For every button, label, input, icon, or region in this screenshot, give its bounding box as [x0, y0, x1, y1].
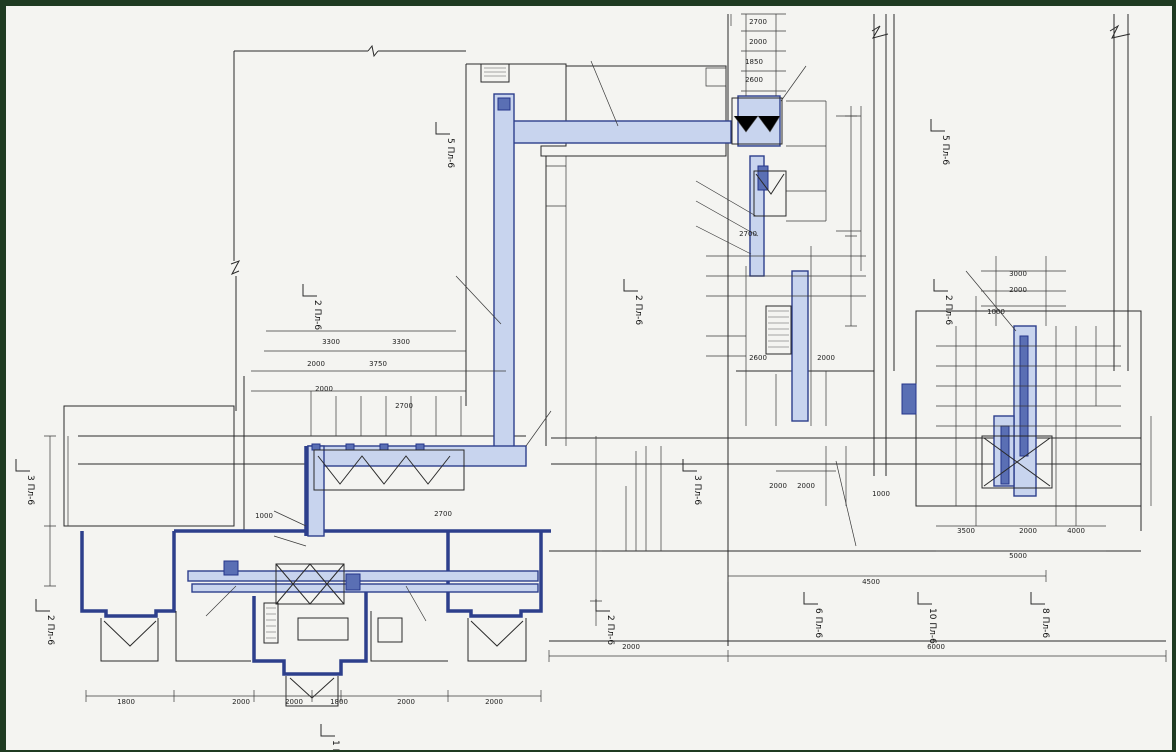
dimension-label: 3750: [369, 360, 387, 368]
dimension-label: 1000: [872, 490, 890, 498]
dimension-label: 4000: [1067, 527, 1085, 535]
blue-walls: [80, 446, 551, 676]
dimension-label: 4500: [862, 578, 880, 586]
section-mark: 5 Пл-6: [435, 122, 455, 168]
dimension-label: 2700: [749, 18, 767, 26]
dimension-label: 2000: [1019, 527, 1037, 535]
dimension-label: 2600: [749, 354, 767, 362]
dimension-label: 1800: [330, 698, 348, 706]
section-mark: 5 Пл-6: [930, 119, 950, 165]
section-mark: 2 Пл-6: [623, 279, 643, 325]
room-partitions: [251, 13, 1121, 551]
dimension-label: 1850: [745, 58, 763, 66]
dimension-label: 2000: [769, 482, 787, 490]
dimension-lines: [44, 106, 1167, 702]
section-mark-label: 5 Пл-6: [940, 135, 950, 165]
section-mark: 3 Пл-6: [682, 459, 702, 505]
entrance-canopies: [100, 611, 527, 707]
dimension-label: 2000: [1009, 286, 1027, 294]
dimension-label: 2000: [485, 698, 503, 706]
break-marks: [230, 24, 1131, 276]
section-mark-label: 1 Пл-6: [330, 740, 340, 750]
section-mark-label: 2 Пл-6: [312, 300, 322, 330]
dimension-label: 2700: [739, 230, 757, 238]
dimension-label: 2700: [434, 510, 452, 518]
section-mark-label: 3 Пл-6: [25, 475, 35, 505]
dimension-label: 2000: [307, 360, 325, 368]
ventilation-ducts: [187, 93, 1037, 593]
section-mark: 10 Пл-6: [917, 592, 937, 644]
section-mark-label: 2 Пл-6: [943, 295, 953, 325]
dimension-label: 2000: [232, 698, 250, 706]
dimension-label: 2700: [395, 402, 413, 410]
dimension-label: 3500: [957, 527, 975, 535]
section-marks: 5 Пл-6 5 Пл-6 2 Пл-6 2 Пл-6 2 Пл-6 3 Пл-6 3 Пл…: [15, 119, 1050, 750]
dimension-label: 1000: [987, 308, 1005, 316]
dimension-label: 2000: [315, 385, 333, 393]
section-mark-label: 2 Пл-6: [45, 615, 55, 645]
dimension-label: 3300: [392, 338, 410, 346]
section-mark: 2 Пл-6: [302, 284, 322, 330]
section-mark: 1 Пл-6: [320, 724, 340, 750]
section-mark-label: 6 Пл-6: [813, 608, 823, 638]
equipment-units: [263, 63, 1053, 644]
dimension-label: 3000: [1009, 270, 1027, 278]
section-mark: 6 Пл-6: [803, 592, 823, 638]
dimension-label: 2000: [397, 698, 415, 706]
section-mark-label: 5 Пл-6: [445, 138, 455, 168]
section-mark-label: 2 Пл-6: [605, 615, 615, 645]
section-mark: 8 Пл-6: [1030, 592, 1050, 638]
dimension-label: 2000: [797, 482, 815, 490]
dimension-label: 5000: [1009, 552, 1027, 560]
dimension-label: 6000: [927, 643, 945, 651]
floor-plan-drawing: 5 Пл-6 5 Пл-6 2 Пл-6 2 Пл-6 2 Пл-6 3 Пл-6 3 Пл…: [15, 13, 1167, 750]
section-mark-label: 3 Пл-6: [692, 475, 702, 505]
dimension-label: 1800: [117, 698, 135, 706]
section-mark: 3 Пл-6: [15, 459, 35, 505]
section-mark-label: 8 Пл-6: [1040, 608, 1050, 638]
dimension-label: 2000: [817, 354, 835, 362]
section-mark: 2 Пл-6: [595, 599, 615, 645]
section-mark-label: 10 Пл-6: [927, 608, 937, 644]
dimension-label: 2000: [285, 698, 303, 706]
section-mark: 2 Пл-6: [933, 279, 953, 325]
leader-lines: [205, 60, 1017, 622]
drawing-sheet: 5 Пл-6 5 Пл-6 2 Пл-6 2 Пл-6 2 Пл-6 3 Пл-6 3 Пл…: [6, 6, 1172, 750]
dimension-label: 2600: [745, 76, 763, 84]
dimension-label: 3300: [322, 338, 340, 346]
section-mark-label: 2 Пл-6: [633, 295, 643, 325]
dimension-labels: 2700 2000 1850 2600 3300 3300 3750 2000 2000 2700…: [117, 18, 1085, 706]
section-mark: 2 Пл-6: [35, 599, 55, 645]
dimension-label: 2000: [622, 643, 640, 651]
dimension-label: 1000: [255, 512, 273, 520]
dimension-label: 2000: [749, 38, 767, 46]
